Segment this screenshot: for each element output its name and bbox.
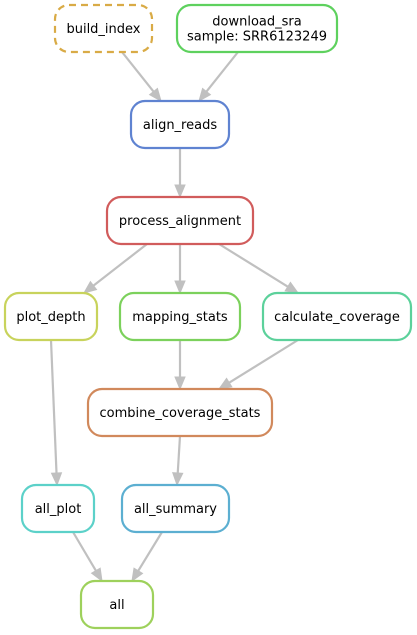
node-mapping_stats[interactable]: mapping_stats: [118, 291, 242, 342]
node-box[interactable]: [86, 387, 274, 438]
edge-align_reads-to-process_alignment: [174, 148, 186, 199]
edge-line: [218, 243, 289, 288]
edge-line: [121, 51, 155, 93]
node-combine_coverage_stats[interactable]: combine_coverage_stats: [86, 387, 274, 438]
node-box[interactable]: [79, 579, 155, 630]
edge-line: [49, 339, 58, 474]
node-label: mapping_stats: [132, 310, 228, 325]
node-box[interactable]: [118, 291, 242, 342]
node-label: process_alignment: [119, 214, 241, 229]
edge-process_alignment-to-mapping_stats: [174, 244, 186, 295]
node-label: download_sra: [212, 15, 301, 30]
arrowhead-icon: [174, 184, 186, 199]
arrowhead-icon: [172, 472, 184, 487]
arrowhead-icon: [217, 377, 233, 390]
arrowhead-icon: [90, 567, 103, 583]
node-label: plot_depth: [16, 310, 85, 325]
edge-build_index-to-align_reads: [121, 51, 162, 103]
edge-line: [228, 339, 299, 384]
edge-line: [72, 531, 97, 572]
arrowhead-icon: [174, 280, 186, 295]
arrowhead-icon: [284, 281, 300, 294]
edge-line: [176, 435, 182, 474]
edge-all_summary-to-all: [131, 531, 163, 583]
arrowhead-icon: [131, 567, 144, 583]
edges-layer: [49, 51, 300, 583]
node-box[interactable]: [53, 3, 154, 54]
edge-line: [205, 51, 239, 93]
node-all[interactable]: all: [79, 579, 155, 630]
node-label: all: [109, 598, 124, 613]
edge-process_alignment-to-calculate_coverage: [218, 243, 300, 294]
edge-line: [137, 531, 163, 572]
node-build_index[interactable]: build_index: [53, 3, 154, 54]
node-label: align_reads: [143, 118, 217, 133]
edge-download_sra-to-align_reads: [198, 51, 239, 103]
node-label: build_index: [66, 22, 140, 37]
node-box[interactable]: [20, 483, 96, 534]
edge-combine_coverage_stats-to-all_summary: [172, 435, 184, 487]
node-plot_depth[interactable]: plot_depth: [3, 291, 99, 342]
node-label: sample: SRR6123249: [187, 30, 327, 45]
arrowhead-icon: [198, 87, 212, 103]
node-all_plot[interactable]: all_plot: [20, 483, 96, 534]
node-process_alignment[interactable]: process_alignment: [105, 195, 255, 246]
edge-mapping_stats-to-combine_coverage_stats: [174, 340, 186, 391]
node-label: calculate_coverage: [274, 310, 400, 325]
node-box[interactable]: [3, 291, 99, 342]
arrowhead-icon: [174, 376, 186, 391]
node-label: combine_coverage_stats: [100, 406, 261, 421]
arrowhead-icon: [82, 280, 98, 294]
node-label: all_plot: [35, 502, 82, 517]
edge-plot_depth-to-all_plot: [49, 339, 63, 487]
node-box[interactable]: [105, 195, 255, 246]
edge-all_plot-to-all: [72, 531, 103, 583]
edge-process_alignment-to-plot_depth: [82, 243, 148, 294]
node-calculate_coverage[interactable]: calculate_coverage: [261, 291, 413, 342]
arrowhead-icon: [148, 87, 162, 103]
node-label: all_summary: [134, 502, 217, 517]
node-box[interactable]: [120, 483, 231, 534]
node-box[interactable]: [175, 3, 339, 54]
node-box[interactable]: [261, 291, 413, 342]
node-align_reads[interactable]: align_reads: [129, 99, 231, 150]
edge-calculate_coverage-to-combine_coverage_stats: [217, 339, 299, 390]
node-all_summary[interactable]: all_summary: [120, 483, 231, 534]
node-box[interactable]: [129, 99, 231, 150]
arrowhead-icon: [50, 472, 63, 487]
edge-line: [92, 243, 148, 287]
